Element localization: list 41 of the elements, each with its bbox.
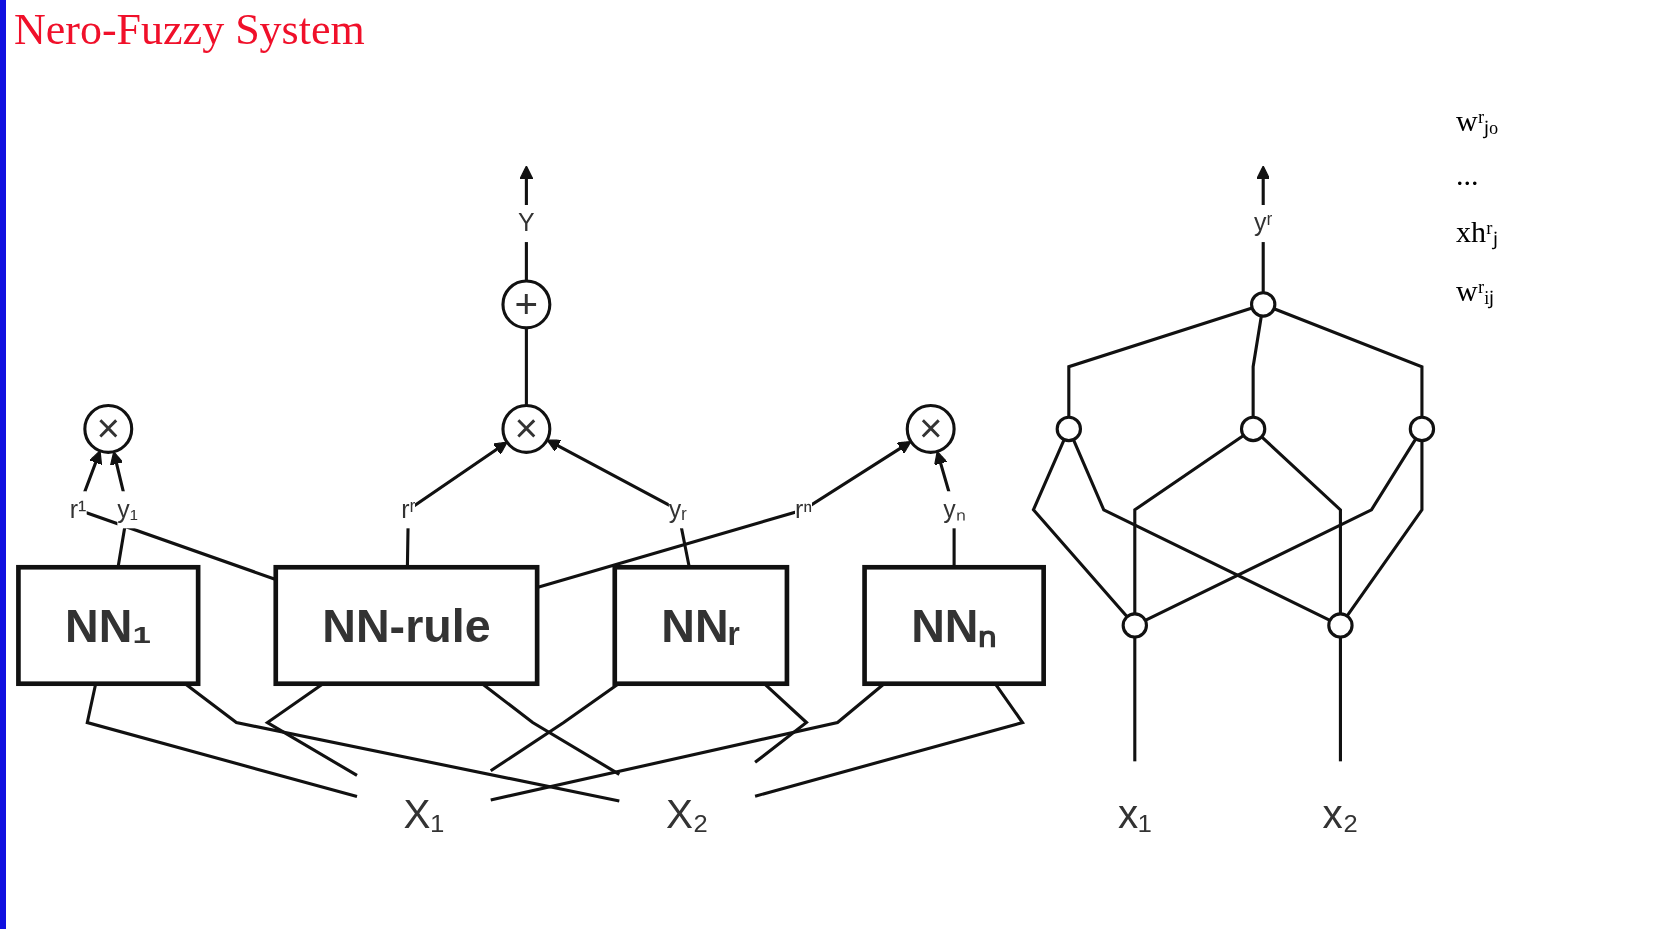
node-text: x₁ xyxy=(1117,790,1152,838)
connector xyxy=(1345,440,1424,617)
edge-label: rʳ xyxy=(401,495,416,523)
connector xyxy=(524,327,528,406)
edge-label: yᵣ xyxy=(668,495,688,523)
node-circle: + xyxy=(501,279,552,330)
annotation-label: wʳⱼₒ xyxy=(1456,103,1499,140)
node-circle xyxy=(1408,415,1436,443)
node-text: x₂ xyxy=(1322,790,1359,838)
connector xyxy=(1338,637,1342,762)
node-circle xyxy=(1327,612,1354,639)
annotation-label: xhʳⱼ xyxy=(1456,214,1499,251)
node-text: X₁ xyxy=(403,790,445,838)
node-box: NNᵣ xyxy=(612,564,790,687)
node-box: NN-rule xyxy=(273,564,540,687)
node-circle xyxy=(1239,415,1267,443)
node-circle xyxy=(1055,415,1082,443)
edge-label: y₁ xyxy=(117,495,139,523)
connector xyxy=(1031,438,1129,618)
node-box: NN₁ xyxy=(16,564,201,687)
node-circle xyxy=(1121,612,1148,639)
edge-label: rⁿ xyxy=(794,495,813,523)
edge-label: r¹ xyxy=(69,495,87,523)
connector xyxy=(1251,315,1263,418)
connector xyxy=(1133,434,1245,614)
edge-label: Y xyxy=(518,209,535,236)
connector xyxy=(1144,438,1418,622)
node-circle: × xyxy=(501,403,552,454)
edge-label: yₙ xyxy=(943,495,965,523)
diagram-title: Nero-Fuzzy System xyxy=(13,4,366,56)
annotation-label: ... xyxy=(1456,158,1480,192)
node-box: NNₙ xyxy=(862,564,1046,687)
node-circle xyxy=(1250,291,1277,318)
connector xyxy=(1072,439,1331,622)
annotation-label: wʳᵢⱼ xyxy=(1456,273,1496,310)
node-circle: × xyxy=(905,403,956,454)
node-text: X₂ xyxy=(665,790,709,838)
edge-label: yʳ xyxy=(1254,209,1273,236)
connector xyxy=(1260,435,1342,614)
connector xyxy=(1133,637,1137,762)
node-circle: × xyxy=(83,403,134,454)
